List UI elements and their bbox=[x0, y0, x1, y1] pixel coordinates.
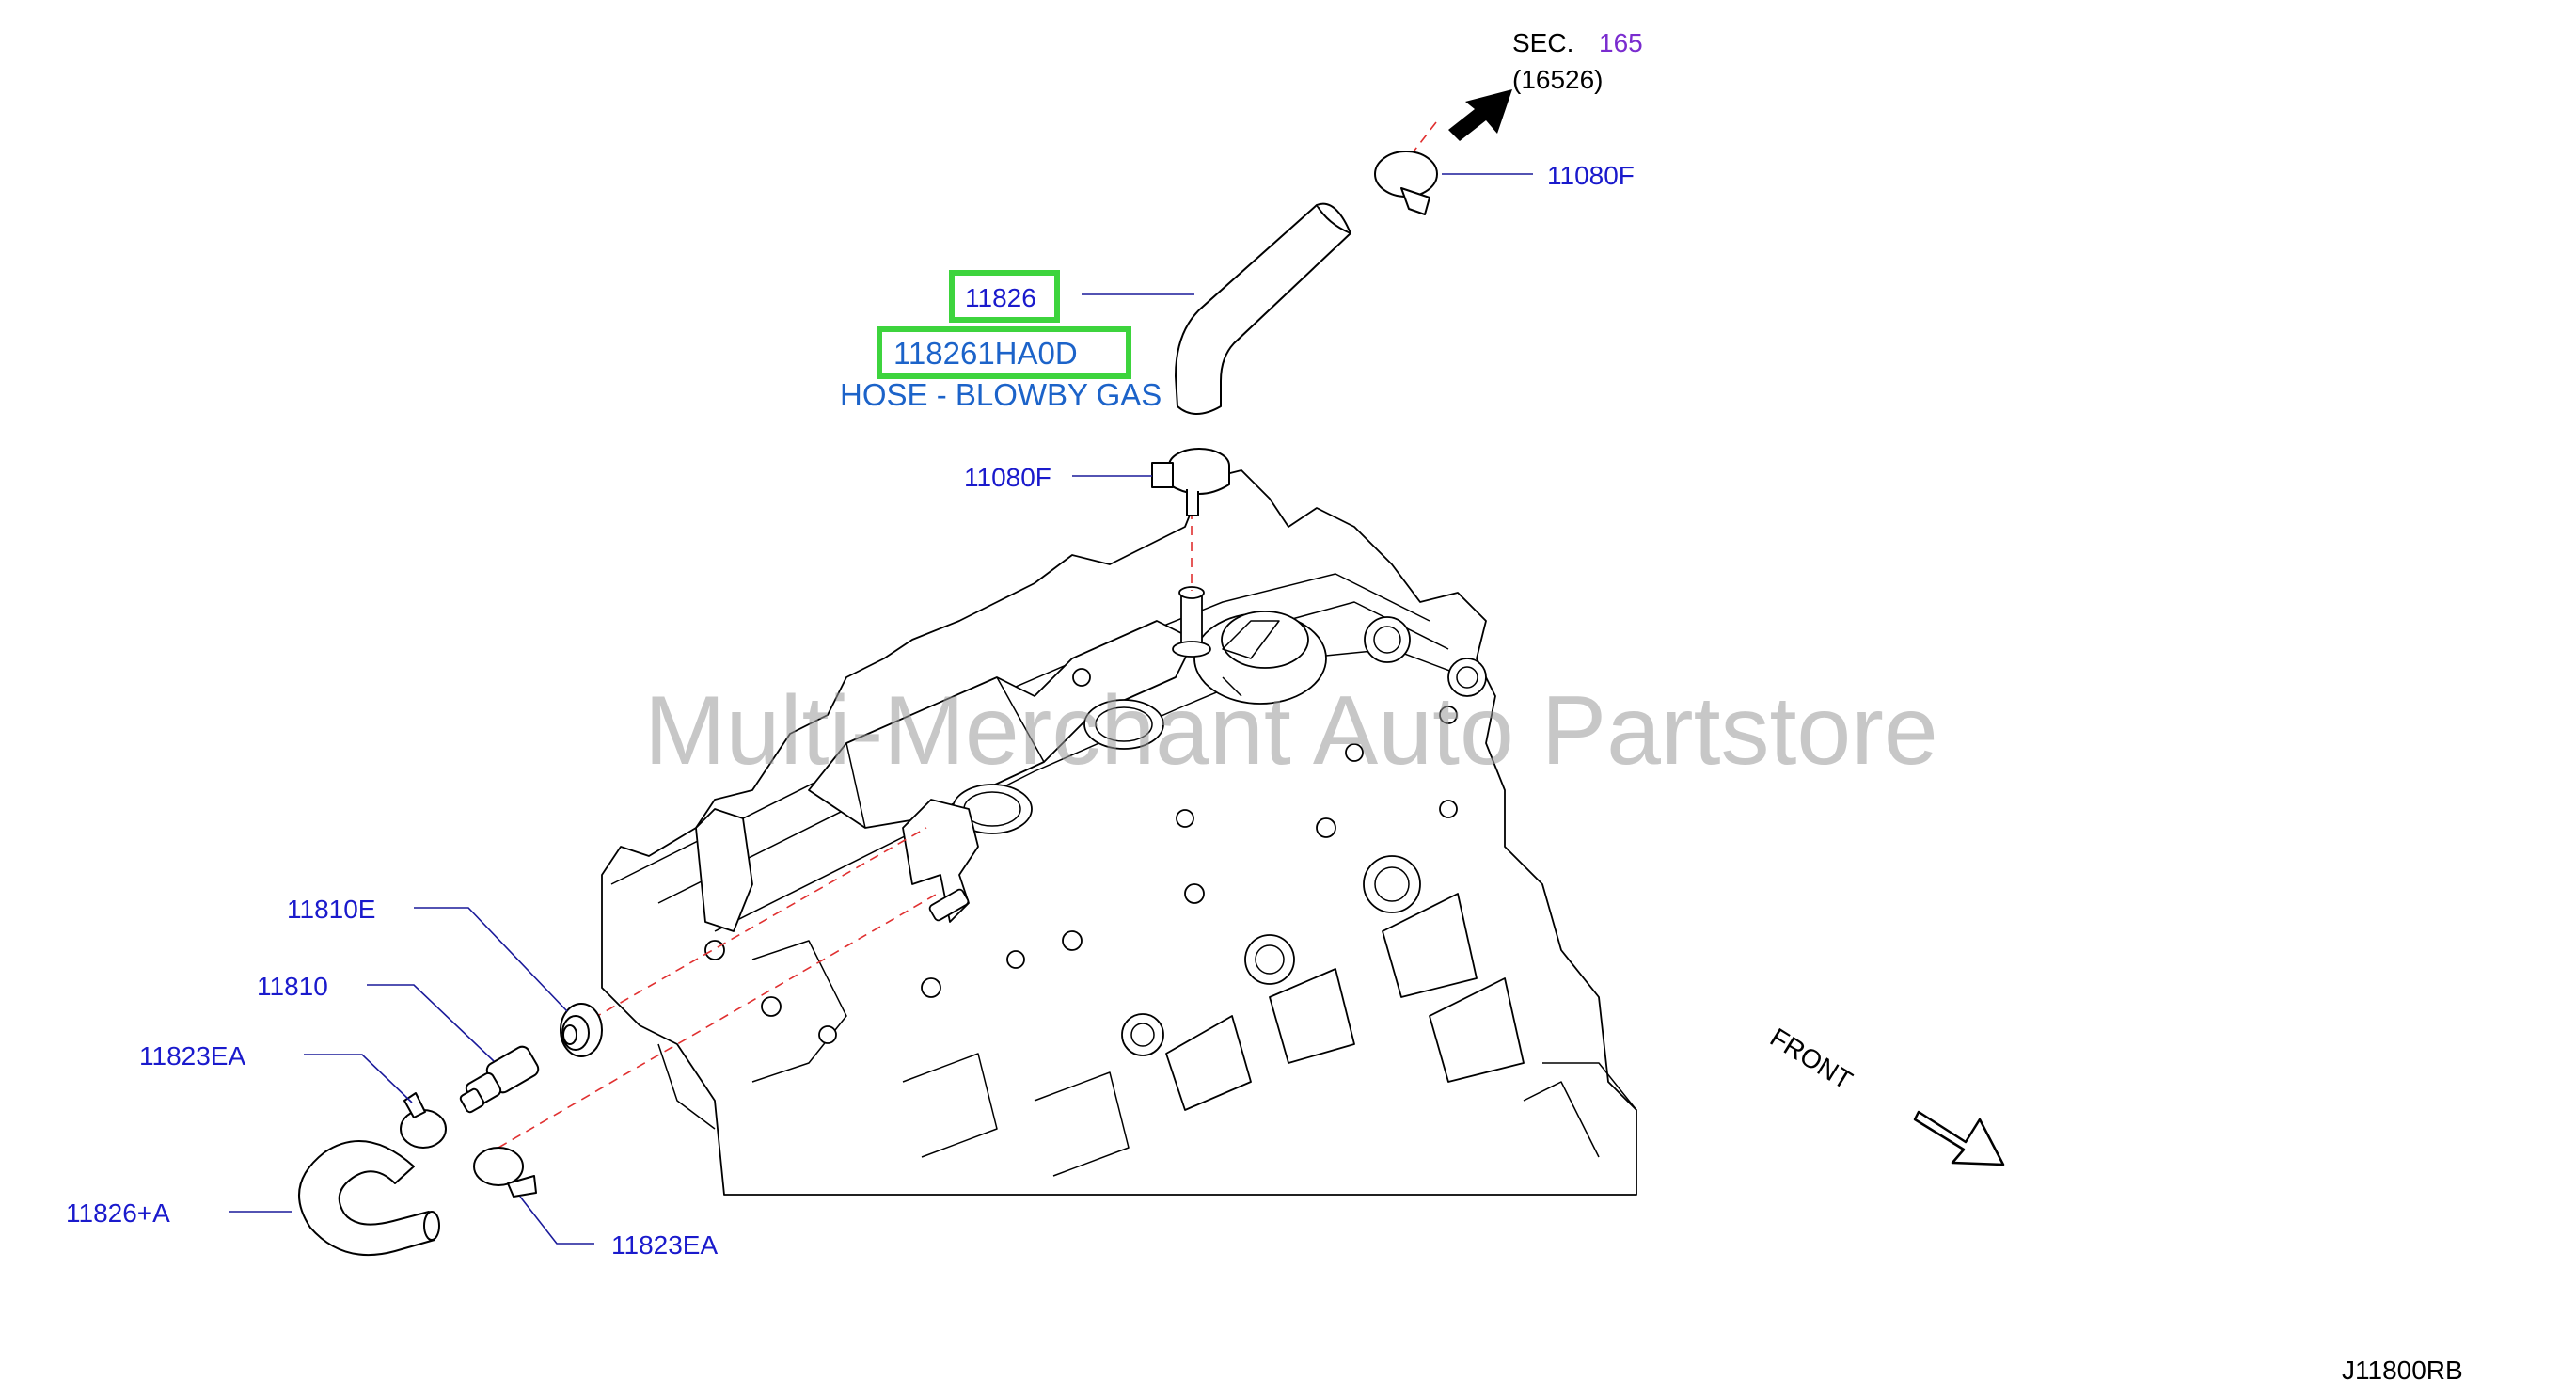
leader-pcv-valve bbox=[367, 984, 495, 1062]
engine-head-drawing bbox=[601, 469, 1637, 1196]
callout-hose-ref[interactable]: 11826 bbox=[965, 283, 1036, 312]
callout-clamp-top[interactable]: 11080F bbox=[1547, 161, 1635, 190]
oil-filler-cap bbox=[1193, 611, 1327, 705]
breather-port bbox=[1172, 586, 1211, 658]
section-part-ref: (16526) bbox=[1512, 65, 1604, 94]
callout-grommet[interactable]: 11810E bbox=[287, 895, 375, 924]
callout-pcv-valve[interactable]: 11810 bbox=[257, 972, 328, 1001]
clamp-mid bbox=[1151, 448, 1230, 516]
callout-small-hose[interactable]: 11826+A bbox=[66, 1198, 170, 1228]
small-hose bbox=[298, 1140, 440, 1257]
blowby-hose bbox=[1175, 202, 1351, 415]
clamp-bottom bbox=[473, 1147, 537, 1198]
clamp-top bbox=[1374, 151, 1438, 215]
section-arrow bbox=[1448, 89, 1512, 141]
callout-clamp-mid[interactable]: 11080F bbox=[964, 463, 1051, 492]
watermark: Multi-Merchant Auto Partstore bbox=[644, 676, 1938, 785]
part-name: HOSE - BLOWBY GAS bbox=[840, 377, 1162, 412]
leader-grommet bbox=[414, 907, 568, 1012]
pcv-grommet bbox=[560, 1003, 603, 1057]
highlight-box-hose-ref bbox=[949, 270, 1060, 323]
section-label: SEC. bbox=[1512, 28, 1573, 57]
highlight-box-part-number bbox=[877, 326, 1131, 379]
leader-clamp-bottom bbox=[519, 1196, 594, 1245]
callout-clamp-bottom[interactable]: 11823EA bbox=[611, 1230, 718, 1260]
front-arrow-icon bbox=[1913, 1110, 2005, 1166]
diagram-code: J11800RB bbox=[2342, 1356, 2463, 1385]
section-number[interactable]: 165 bbox=[1599, 28, 1643, 57]
leader-clamp-left bbox=[304, 1054, 413, 1103]
clamp-left bbox=[400, 1092, 447, 1149]
front-label: FRONT bbox=[1765, 1023, 1857, 1095]
part-number[interactable]: 118261HA0D bbox=[893, 336, 1078, 371]
pcv-valve bbox=[459, 1045, 540, 1114]
callout-clamp-left[interactable]: 11823EA bbox=[139, 1041, 245, 1071]
